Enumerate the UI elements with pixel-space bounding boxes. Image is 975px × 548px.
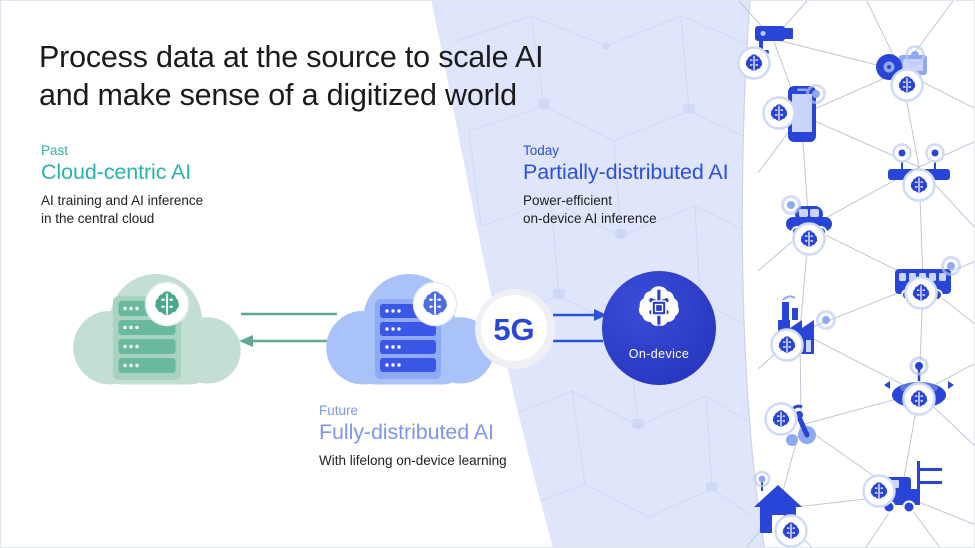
wireless-routers-icon (886, 143, 952, 201)
section-today: Today Partially-distributed AI Power-eff… (523, 143, 729, 228)
5g-link-arrows (553, 309, 607, 343)
device-network (739, 26, 961, 547)
section-future: Future Fully-distributed AI With lifelon… (319, 403, 507, 470)
future-heading: Fully-distributed AI (319, 420, 494, 444)
ai-brain-badge-icon (776, 516, 807, 547)
today-description: Power-efficient on-device AI inference (523, 193, 657, 226)
today-label: Today (523, 143, 560, 158)
robot-arm-icon (766, 404, 817, 447)
ai-brain-badge-icon (794, 224, 825, 255)
car-dashboard-icon (876, 45, 927, 101)
ai-brain-badge-icon (904, 170, 935, 201)
ai-brain-badge-blue (412, 281, 458, 327)
ai-brain-badge-icon (764, 98, 795, 129)
bus-icon (894, 256, 961, 309)
ai-brain-badge-icon (892, 70, 923, 101)
band-mesh-pattern (455, 15, 758, 518)
forklift-icon (864, 460, 943, 514)
background-band (431, 1, 765, 547)
5g-badge: 5G (475, 289, 555, 369)
on-device-node: On-device (602, 271, 716, 385)
cloud-centric-cloud (73, 274, 241, 385)
factory-icon (772, 295, 836, 361)
future-label: Future (319, 403, 359, 418)
on-device-label: On-device (629, 347, 690, 361)
glow-node-icon (781, 195, 801, 215)
on-device-brain-icon (637, 284, 681, 328)
past-description: AI training and AI inference in the cent… (41, 193, 204, 226)
ai-brain-badge-icon (906, 278, 937, 309)
past-label: Past (41, 143, 69, 158)
ai-brain-badge-icon (772, 330, 803, 361)
smartphone-icon (764, 84, 826, 142)
ai-brain-badge-green (144, 281, 190, 327)
ai-brain-badge-icon (739, 48, 770, 79)
today-heading: Partially-distributed AI (523, 160, 729, 184)
ai-brain-badge-icon (864, 476, 895, 507)
future-description: With lifelong on-device learning (319, 453, 507, 468)
cloud-sync-arrows (239, 312, 337, 347)
ai-brain-badge-icon (766, 404, 797, 435)
glow-node-icon (941, 256, 961, 276)
section-past: Past Cloud-centric AI AI training and AI… (41, 143, 203, 228)
edge-cloud (326, 274, 494, 385)
past-heading: Cloud-centric AI (41, 160, 192, 184)
page-title: Process data at the source to scale AI a… (39, 40, 544, 112)
robot-vacuum-icon (882, 356, 956, 415)
5g-label: 5G (493, 312, 534, 347)
ai-brain-badge-icon (904, 384, 935, 415)
glow-node-icon (816, 310, 836, 330)
